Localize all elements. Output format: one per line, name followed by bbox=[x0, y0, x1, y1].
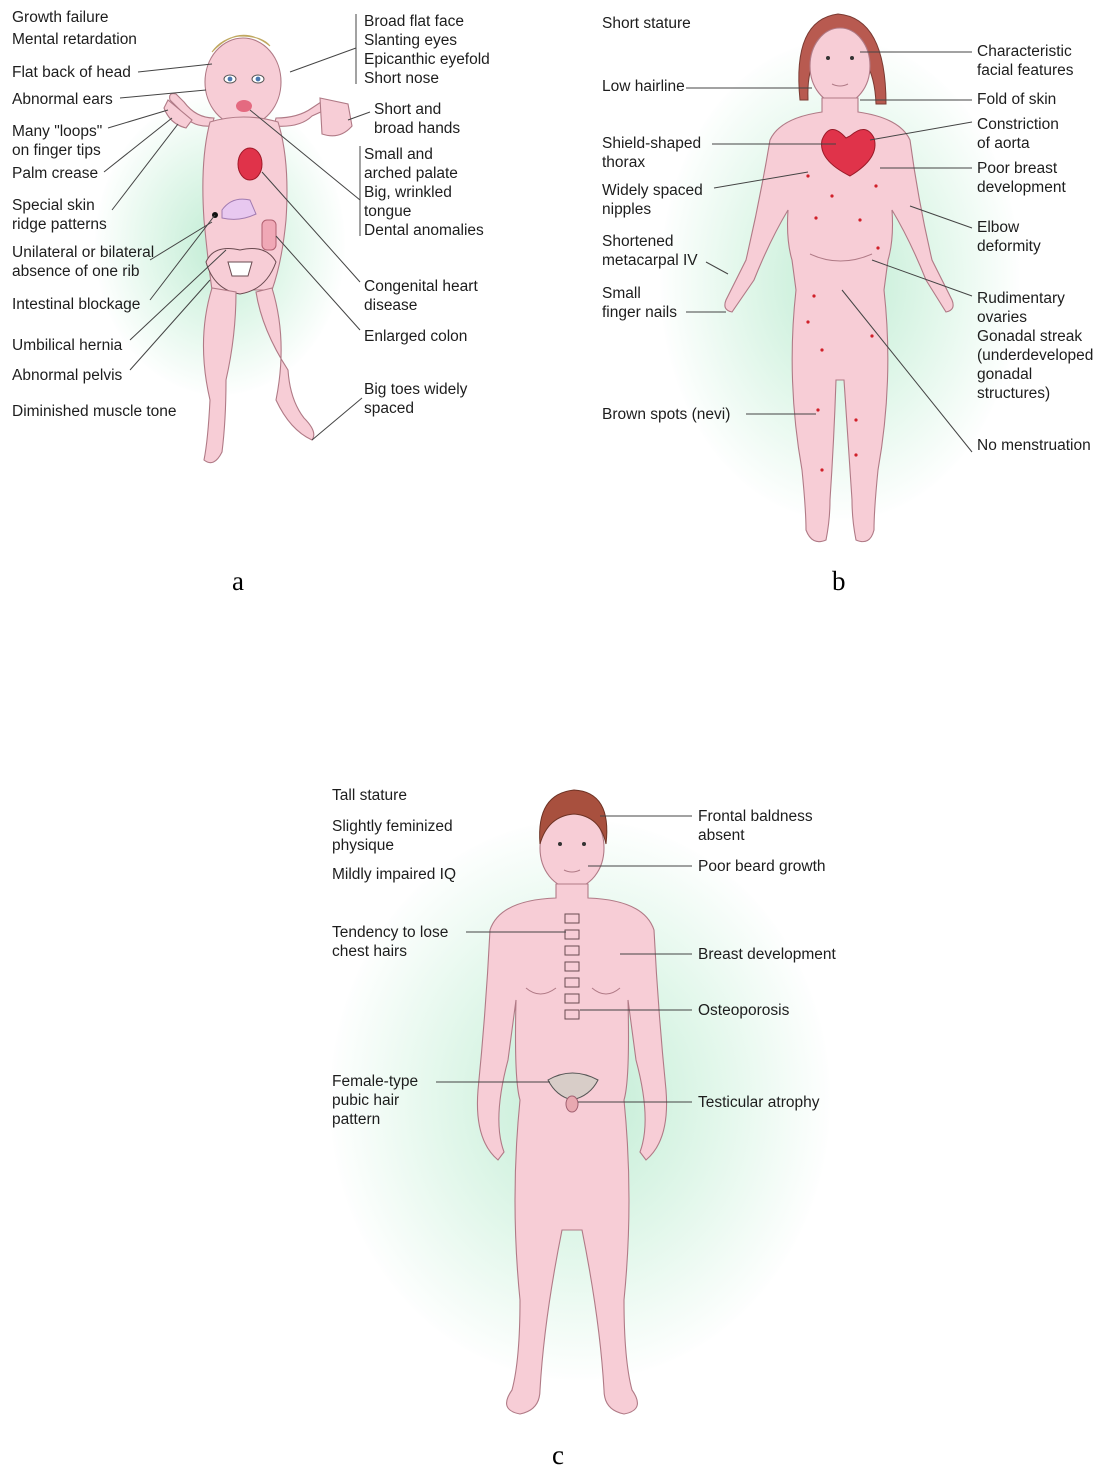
label-congenital-heart-disease: Congenital heart disease bbox=[364, 277, 478, 315]
label-poor-beard-growth: Poor beard growth bbox=[698, 857, 826, 876]
panel-a-down-syndrome: Growth failure Mental retardation Flat b… bbox=[0, 0, 560, 600]
label-constriction-aorta: Constriction of aorta bbox=[977, 115, 1059, 153]
label-small-finger-nails: Small finger nails bbox=[602, 284, 677, 322]
label-elbow-deformity: Elbow deformity bbox=[977, 218, 1041, 256]
label-female-pubic-hair: Female-type pubic hair pattern bbox=[332, 1072, 418, 1129]
label-low-hairline: Low hairline bbox=[602, 77, 685, 96]
label-skin-ridge-patterns: Special skin ridge patterns bbox=[12, 196, 107, 234]
label-palm-crease: Palm crease bbox=[12, 164, 98, 183]
label-poor-breast-development: Poor breast development bbox=[977, 159, 1066, 197]
label-mental-retardation: Mental retardation bbox=[12, 30, 137, 49]
man-figure bbox=[0, 760, 1105, 1472]
label-frontal-baldness: Frontal baldness absent bbox=[698, 807, 813, 845]
panel-c-klinefelter-syndrome: Tall stature Slightly feminized physique… bbox=[0, 760, 1105, 1472]
label-breast-development: Breast development bbox=[698, 945, 836, 964]
label-intestinal-blockage: Intestinal blockage bbox=[12, 295, 140, 314]
label-brown-spots: Brown spots (nevi) bbox=[602, 405, 730, 424]
label-abnormal-ears: Abnormal ears bbox=[12, 90, 113, 109]
caption-b: b bbox=[832, 566, 846, 597]
label-impaired-iq: Mildly impaired IQ bbox=[332, 865, 456, 884]
label-rudimentary-ovaries: Rudimentary ovaries Gonadal streak (unde… bbox=[977, 289, 1093, 403]
label-shield-thorax: Shield-shaped thorax bbox=[602, 134, 701, 172]
label-absence-of-rib: Unilateral or bilateral absence of one r… bbox=[12, 243, 154, 281]
label-flat-back-of-head: Flat back of head bbox=[12, 63, 131, 82]
label-widely-spaced-nipples: Widely spaced nipples bbox=[602, 181, 703, 219]
label-finger-loops: Many "loops" on finger tips bbox=[12, 122, 102, 160]
label-fold-of-skin: Fold of skin bbox=[977, 90, 1056, 109]
label-short-broad-hands: Short and broad hands bbox=[374, 100, 460, 138]
label-testicular-atrophy: Testicular atrophy bbox=[698, 1093, 819, 1112]
label-umbilical-hernia: Umbilical hernia bbox=[12, 336, 122, 355]
label-tall-stature: Tall stature bbox=[332, 786, 407, 805]
label-short-stature: Short stature bbox=[602, 14, 691, 33]
label-enlarged-colon: Enlarged colon bbox=[364, 327, 467, 346]
label-feminized-physique: Slightly feminized physique bbox=[332, 817, 453, 855]
label-abnormal-pelvis: Abnormal pelvis bbox=[12, 366, 122, 385]
caption-c: c bbox=[552, 1440, 564, 1471]
label-characteristic-facial: Characteristic facial features bbox=[977, 42, 1074, 80]
panel-b-turner-syndrome: Short stature Low hairline Shield-shaped… bbox=[560, 0, 1105, 600]
label-diminished-muscle-tone: Diminished muscle tone bbox=[12, 402, 177, 421]
caption-a: a bbox=[232, 566, 244, 597]
label-big-toes-spaced: Big toes widely spaced bbox=[364, 380, 467, 418]
label-lose-chest-hairs: Tendency to lose chest hairs bbox=[332, 923, 448, 961]
label-shortened-metacarpal: Shortened metacarpal IV bbox=[602, 232, 698, 270]
label-face-features: Broad flat face Slanting eyes Epicanthic… bbox=[364, 12, 490, 88]
label-no-menstruation: No menstruation bbox=[977, 436, 1091, 455]
label-palate-tongue-dental: Small and arched palate Big, wrinkled to… bbox=[364, 145, 484, 240]
label-osteoporosis: Osteoporosis bbox=[698, 1001, 789, 1020]
label-growth-failure: Growth failure bbox=[12, 8, 108, 27]
